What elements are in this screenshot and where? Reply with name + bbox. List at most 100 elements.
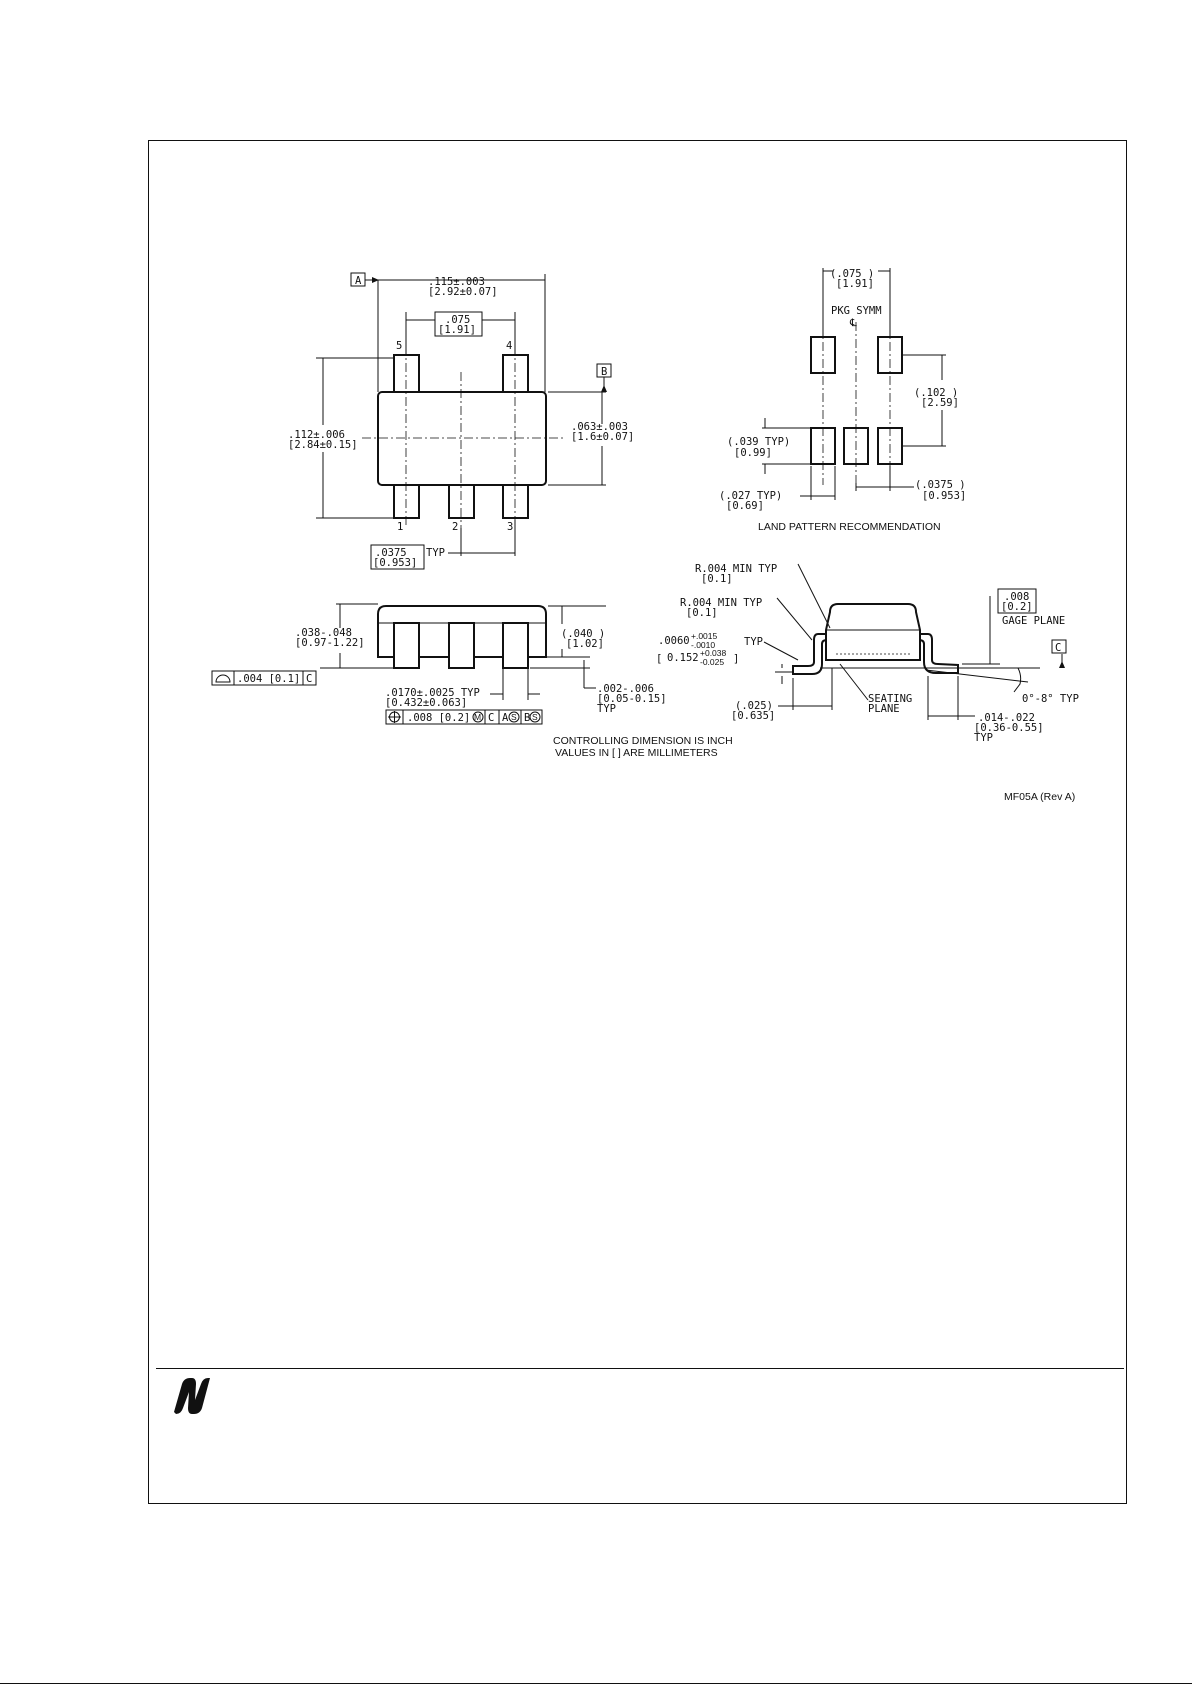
datum-b-label: B: [601, 366, 607, 378]
position-datum-a-mod: S: [511, 712, 517, 722]
position-frame: [385, 709, 543, 725]
page-bottom-rule: [0, 1683, 1192, 1684]
side-body: [825, 603, 921, 661]
lead-width-mm: [0.432±0.063]: [385, 697, 467, 709]
datum-c-box: [1051, 639, 1067, 654]
pad-width-in: (.027 TYP): [719, 490, 782, 502]
flatness-icon: [215, 674, 231, 683]
front-lead-1: [393, 622, 420, 669]
thickness-mm-tol-minus: -0.025: [700, 657, 724, 667]
note-line-1: CONTROLLING DIMENSION IS INCH: [553, 735, 733, 747]
land-pitch-mm: [1.91]: [836, 278, 874, 290]
overall-height-mm: [0.97-1.22]: [295, 637, 365, 649]
radius-1-in: R.004 MIN TYP: [695, 563, 777, 575]
position-datum-b: B: [524, 712, 530, 724]
row-spacing-mm: [2.59]: [921, 397, 959, 409]
land-pitch-in: (.075 ): [830, 268, 874, 280]
pin-1-lead: [393, 483, 420, 519]
pin-pitch-mm: [1.91]: [438, 324, 476, 336]
svg-text:]: ]: [733, 653, 739, 665]
drawing-frame: [148, 140, 1127, 1504]
lead-pitch-box: [370, 544, 425, 570]
gage-mm: [0.2]: [1001, 601, 1033, 613]
side-view: R.004 MIN TYP [0.1] R.004 MIN TYP [0.1] …: [656, 563, 1079, 744]
overall-width-in: .112±.006: [288, 429, 345, 441]
position-mmc-mod: M: [474, 712, 481, 722]
land-pattern-title: LAND PATTERN RECOMMENDATION: [758, 521, 941, 533]
lead-width-in: .0170±.0025 TYP: [385, 687, 480, 699]
package-body: [377, 391, 547, 486]
footer-divider: [156, 1368, 1124, 1369]
lead-pitch-in: .0375: [375, 547, 407, 559]
front-lead-2: [448, 622, 475, 669]
pin-5-lead: [393, 354, 420, 394]
pad-length-in: (.039 TYP): [727, 436, 790, 448]
drawing-code: MF05A (Rev A): [1004, 791, 1075, 803]
overall-height-in: .038-.048: [295, 627, 352, 639]
datum-a-label: A: [355, 275, 362, 287]
position-datum-b-mod: S: [532, 712, 538, 722]
pin-4-number: 4: [506, 340, 512, 352]
pkg-symm-label: PKG SYMM: [831, 305, 882, 317]
foot-angle: 0°-8° TYP: [1022, 693, 1079, 705]
flatness-datum: C: [306, 673, 312, 685]
lead-pitch-mm: [0.953]: [373, 557, 417, 569]
row-spacing-in: (.102 ): [914, 387, 958, 399]
front-lead-3: [502, 622, 529, 669]
body-length-mm: [2.92±0.07]: [428, 286, 498, 298]
position-datum-a: A: [502, 712, 509, 724]
standoff-typ: TYP: [597, 703, 616, 715]
thickness-mm-tol-plus: +0.038: [700, 648, 727, 658]
pin-2-number: 2: [452, 521, 458, 533]
foot-length-in: (.025): [735, 700, 773, 712]
gage-plane-label: GAGE PLANE: [1002, 615, 1065, 627]
land-lead-pitch-in: (.0375 ): [915, 479, 966, 491]
thickness-in: .0060: [658, 635, 690, 647]
thickness-tol-minus: -.0010: [691, 640, 715, 650]
gage-in: .008: [1004, 591, 1029, 603]
flatness-value: .004 [0.1]: [237, 673, 300, 685]
lead-length-mm: [0.36-0.55]: [974, 722, 1044, 734]
svg-text:[: [: [656, 653, 662, 665]
standoff-in: .002-.006: [597, 683, 654, 695]
centerline-symbol: ℄: [849, 317, 857, 329]
pin-4-lead: [502, 354, 529, 394]
lead-length-typ: TYP: [974, 732, 993, 744]
front-view: .038-.048 [0.97-1.22] (.040 ) [1.02] .01…: [211, 603, 667, 725]
position-datum-c: C: [488, 712, 494, 724]
pin-pitch-box: [434, 311, 483, 337]
datum-c-label: C: [1055, 642, 1061, 654]
top-view: A B .115±.003 [2.92±0.07] .075 [1.91] .1…: [288, 272, 634, 570]
seating-plane-2: PLANE: [868, 703, 900, 715]
radius-2-mm: [0.1]: [686, 607, 718, 619]
pin-3-number: 3: [507, 521, 513, 533]
land-lead-pitch-mm: [0.953]: [922, 490, 966, 502]
thickness-tol-plus: +.0015: [691, 631, 718, 641]
gage-box: [997, 588, 1037, 614]
pad-width-mm: [0.69]: [726, 500, 764, 512]
radius-1-mm: [0.1]: [701, 573, 733, 585]
body-height-mm: [1.02]: [566, 638, 604, 650]
note-line-2: VALUES IN [ ] ARE MILLIMETERS: [555, 747, 718, 759]
body-width-in: .063±.003: [571, 421, 628, 433]
land-pattern-view: (.075 ) [1.91] PKG SYMM ℄ (.102 ) [2.59]…: [719, 268, 966, 533]
body-width-mm: [1.6±0.07]: [571, 431, 634, 443]
pad-length-mm: [0.99]: [734, 447, 772, 459]
pin-1-number: 1: [397, 521, 403, 533]
pin-3-lead: [502, 483, 529, 519]
lead-length-in: .014-.022: [978, 712, 1035, 724]
body-length-in: .115±.003: [428, 276, 485, 288]
foot-length-mm: [0.635]: [731, 710, 775, 722]
position-value: .008 [0.2]: [407, 712, 470, 724]
body-height-in: (.040 ): [561, 628, 605, 640]
pin-2-lead: [448, 483, 475, 519]
thickness-typ: TYP: [744, 636, 763, 648]
flatness-frame: [211, 670, 317, 686]
pin-5-number: 5: [396, 340, 402, 352]
lead-pitch-typ: TYP: [426, 547, 445, 559]
pin-pitch-in: .075: [445, 314, 470, 326]
radius-2-in: R.004 MIN TYP: [680, 597, 762, 609]
standoff-mm: [0.05-0.15]: [597, 693, 667, 705]
overall-width-mm: [2.84±0.15]: [288, 439, 358, 451]
